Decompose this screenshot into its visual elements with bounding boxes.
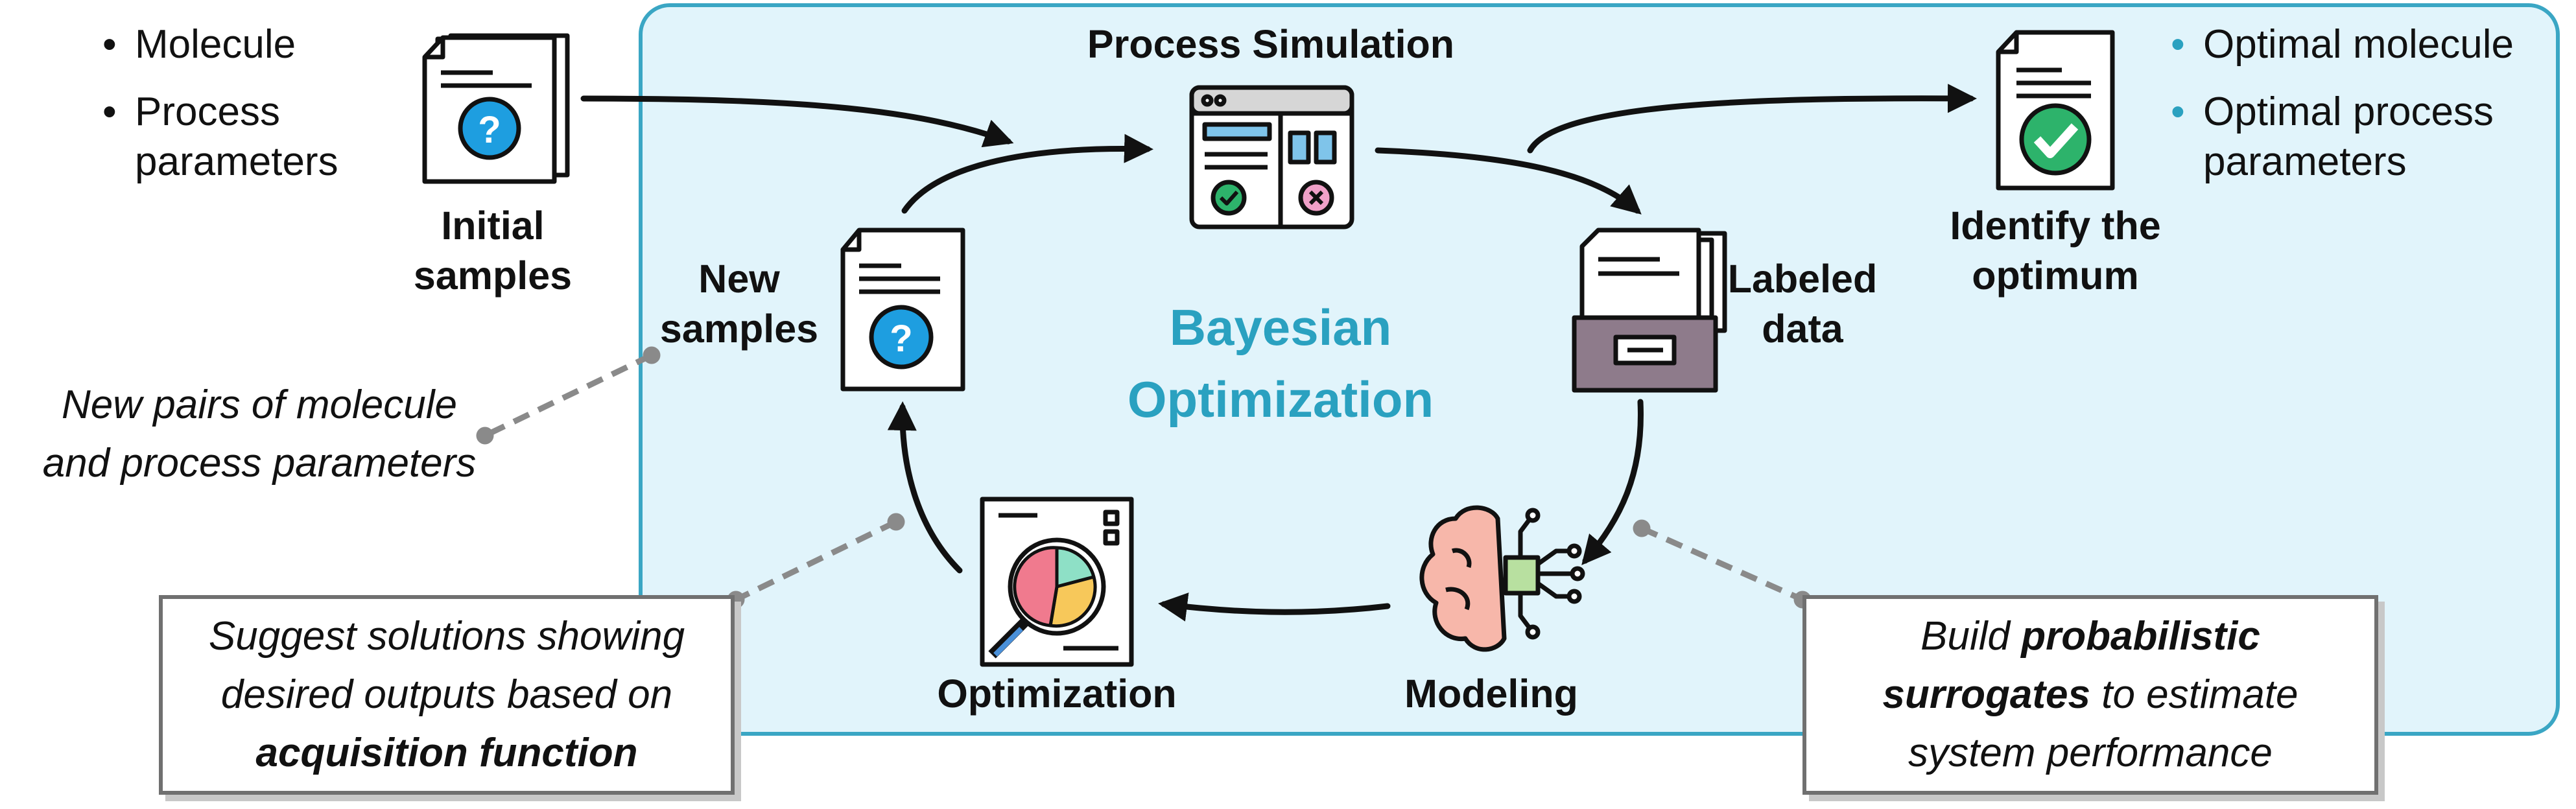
- process-simulation-window-icon: [1189, 85, 1354, 229]
- initial-samples-label: Initial samples: [413, 204, 573, 298]
- input-item: Molecule: [97, 19, 396, 70]
- new-samples-document-icon: ?: [840, 228, 965, 392]
- acquisition-note-prefix: Suggest solutions showing desired output…: [208, 614, 685, 718]
- inputs-list: Molecule Process parameters: [97, 19, 396, 187]
- arrow-labeled-to-modeling: [1581, 399, 1644, 565]
- process-simulation-label: Process Simulation: [1087, 22, 1455, 66]
- outputs-list: Optimal molecule Optimal process paramet…: [2166, 19, 2529, 187]
- acquisition-note-text: Suggest solutions showing desired output…: [187, 607, 706, 782]
- output-item: Optimal process parameters: [2166, 87, 2529, 187]
- center-title-line-1: Bayesian: [1169, 299, 1392, 356]
- arrow-newsamples-to-simulation: [901, 134, 1153, 214]
- svg-text:?: ?: [478, 109, 501, 151]
- connector-new-pairs: [476, 346, 661, 445]
- arrow-modeling-to-optimization: [1158, 592, 1391, 622]
- svg-text:?: ?: [890, 318, 912, 360]
- labeled-data-label: Labeled data: [1727, 257, 1878, 351]
- output-item: Optimal molecule: [2166, 19, 2529, 70]
- modeling-brain-icon: [1419, 505, 1585, 652]
- arrow-optimization-to-newsamples: [887, 401, 963, 574]
- new-pairs-note: New pairs of molecule and process parame…: [13, 376, 506, 493]
- new-samples-label: New samples: [659, 257, 819, 351]
- center-title: Bayesian Optimization: [973, 292, 1589, 436]
- optimization-label: Optimization: [937, 672, 1177, 716]
- arrow-simulation-to-labeled: [1375, 147, 1642, 215]
- surrogates-note-box: Build probabilistic surrogates to estima…: [1802, 595, 2378, 795]
- connector-acquisition: [727, 513, 905, 609]
- surrogates-note-bold: probabilistic surrogates: [1882, 614, 2260, 718]
- input-item: Process parameters: [97, 87, 396, 187]
- labeled-data-cabinet-icon: [1572, 228, 1727, 393]
- new-pairs-line-2: and process parameters: [42, 440, 477, 486]
- identify-optimum-label: Identify the optimum: [1950, 204, 2161, 298]
- surrogates-note-suffix: to estimate system performance: [1908, 672, 2298, 775]
- arrow-initial-to-simulation: [580, 95, 1014, 148]
- initial-samples-document-icon: ?: [422, 33, 570, 184]
- acquisition-note-bold: acquisition function: [255, 730, 638, 775]
- new-pairs-line-1: New pairs of molecule: [62, 382, 457, 427]
- modeling-label: Modeling: [1404, 672, 1578, 716]
- optimization-magnifier-chart-icon: [980, 497, 1134, 667]
- surrogates-note-prefix: Build: [1920, 614, 2011, 659]
- connector-surrogates: [1633, 519, 1812, 609]
- surrogates-note-text: Build probabilistic surrogates to estima…: [1844, 607, 2337, 782]
- optimum-document-check-icon: [1996, 30, 2115, 191]
- center-title-line-2: Optimization: [1127, 370, 1434, 428]
- arrow-simulation-to-optimum: [1527, 84, 1977, 154]
- acquisition-note-box: Suggest solutions showing desired output…: [159, 595, 735, 795]
